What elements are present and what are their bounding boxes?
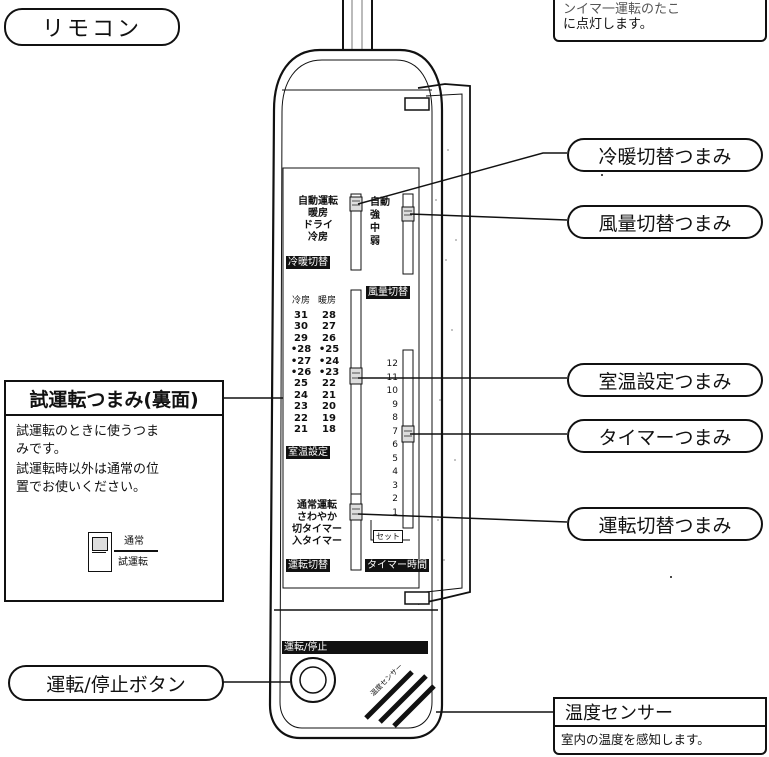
timer-set-label: セット	[373, 530, 403, 543]
mode-options: 通常運転 さわやか 切タイマー 入タイマー	[288, 500, 346, 548]
mode-option: さわやか	[297, 512, 337, 523]
test-run-switch-icon	[88, 532, 112, 572]
temp-cool-value: 31	[294, 310, 308, 321]
callout-fan-knob-text: 風量切替つまみ	[598, 212, 732, 235]
callout-room-temp-knob-text: 室温設定つまみ	[598, 370, 732, 393]
test-run-pos-normal: 通常	[124, 536, 144, 547]
callout-timer-knob: タイマーつまみ	[567, 419, 763, 453]
callout-room-temp-knob: 室温設定つまみ	[567, 363, 763, 397]
temp-header-cool: 冷房	[292, 296, 311, 306]
timer-number: 1	[392, 507, 398, 518]
test-run-body1b: みです。	[16, 442, 67, 457]
top-note-box: ンイマ一運転のたこ に点灯します。	[553, 0, 767, 42]
timer-number: 8	[392, 413, 398, 423]
temp-heat-value: 18	[322, 424, 336, 436]
timer-number: 11	[386, 372, 398, 383]
test-run-divider	[114, 550, 158, 552]
mode-option: 切タイマー	[292, 524, 342, 535]
test-run-body2b: 置でお使いください。	[16, 480, 147, 495]
cool-heat-options: 自動運転 暖房 ドライ 冷房	[291, 196, 345, 244]
callout-fan-knob: 風量切替つまみ	[567, 205, 763, 239]
timer-number: 12	[386, 359, 398, 369]
fan-option: 弱	[370, 236, 380, 247]
callout-mode-knob: 運転切替つまみ	[567, 507, 763, 541]
timer-number: 4	[392, 467, 398, 477]
callout-cool-heat-knob-text: 冷暖切替つまみ	[598, 145, 732, 168]
cool-heat-option: 冷房	[308, 232, 328, 243]
fan-option: 強	[370, 210, 380, 221]
temp-heat-value: 22	[322, 378, 336, 390]
sensor-body: 室内の温度を感知します。	[561, 732, 710, 747]
temp-heat-value: 27	[322, 321, 336, 333]
temp-cool-value: 25	[294, 378, 308, 390]
temp-cool-value: •28	[290, 344, 312, 356]
callout-run-stop-button: 運転/停止ボタン	[8, 665, 224, 701]
temp-heat-value: 26	[322, 332, 336, 344]
timer-label: タイマー時間	[365, 559, 429, 572]
fan-label: 風量切替	[366, 286, 410, 299]
temp-heat-value: •24	[318, 355, 340, 367]
temp-cool-value: 22	[294, 412, 308, 424]
temp-heat-value: 19	[322, 412, 336, 424]
callout-cool-heat-knob: 冷暖切替つまみ	[567, 138, 763, 172]
mode-option: 入タイマー	[292, 536, 342, 547]
temp-heat-column: 28 27 26 •25 •24 •23 22 21 20 19 18	[316, 310, 342, 435]
test-run-body2a: 試運転時以外は通常の位	[16, 462, 160, 477]
timer-number: 7	[392, 426, 398, 437]
temp-heat-value: 20	[322, 401, 336, 413]
test-run-title: 試運転つまみ(裏面)	[29, 388, 199, 411]
timer-number: 6	[392, 440, 398, 450]
sensor-box: 温度センサー 室内の温度を感知します。	[553, 697, 767, 755]
test-run-title-bar: 試運転つまみ(裏面)	[6, 382, 222, 416]
fan-options: 自動 強 中 弱	[370, 196, 400, 248]
timer-number: 5	[392, 453, 398, 464]
top-note-line1: ンイマ一運転のたこ	[563, 2, 681, 17]
test-run-pos-test: 試運転	[118, 557, 148, 568]
fan-option: 自動	[370, 197, 390, 208]
sensor-title-bar: 温度センサー	[555, 699, 765, 727]
timer-number: 3	[392, 480, 398, 491]
timer-number: 10	[386, 386, 398, 396]
test-run-body1a: 試運転のときに使うつま	[16, 424, 160, 439]
temp-cool-value: 29	[294, 332, 308, 344]
cool-heat-option: ドライ	[303, 220, 333, 231]
callout-run-stop-button-text: 運転/停止ボタン	[46, 673, 186, 696]
temp-cool-value: 21	[294, 424, 308, 436]
sensor-title: 温度センサー	[565, 703, 673, 724]
temp-cool-value: 30	[294, 321, 308, 333]
temp-cool-value: •27	[290, 355, 312, 367]
cool-heat-option: 自動運転	[298, 196, 338, 207]
timer-number: 9	[392, 399, 398, 410]
run-stop-label: 運転/停止	[282, 641, 428, 654]
test-run-box: 試運転つまみ(裏面) 試運転のときに使うつま みです。 試運転時以外は通常の位 …	[4, 380, 224, 602]
temp-header-heat: 暖房	[318, 296, 337, 306]
top-note-line2: に点灯します。	[563, 17, 653, 32]
fan-option: 中	[370, 223, 380, 234]
temp-heat-value: •25	[318, 344, 340, 356]
title-pill: リモコン	[4, 8, 180, 46]
temp-cool-value: 24	[294, 389, 308, 401]
mode-option: 通常運転	[297, 500, 337, 511]
temp-cool-value: •26	[290, 367, 312, 379]
callout-timer-knob-text: タイマーつまみ	[598, 426, 732, 449]
mode-label: 運転切替	[286, 559, 330, 572]
page-title: リモコン	[41, 17, 142, 42]
temp-heat-value: •23	[318, 367, 340, 379]
timer-numbers: 12 11 10 9 8 7 6 5 4 3 2 1	[374, 358, 398, 520]
temp-heat-value: 21	[322, 389, 336, 401]
temp-label: 室温設定	[286, 446, 330, 459]
temp-cool-value: 23	[294, 401, 308, 413]
timer-number: 2	[392, 494, 398, 504]
callout-mode-knob-text: 運転切替つまみ	[598, 514, 732, 537]
temp-cool-column: 31 30 29 •28 •27 •26 25 24 23 22 21	[288, 310, 314, 435]
cool-heat-label: 冷暖切替	[286, 256, 330, 269]
cool-heat-option: 暖房	[308, 208, 328, 219]
temp-heat-value: 28	[322, 310, 336, 321]
